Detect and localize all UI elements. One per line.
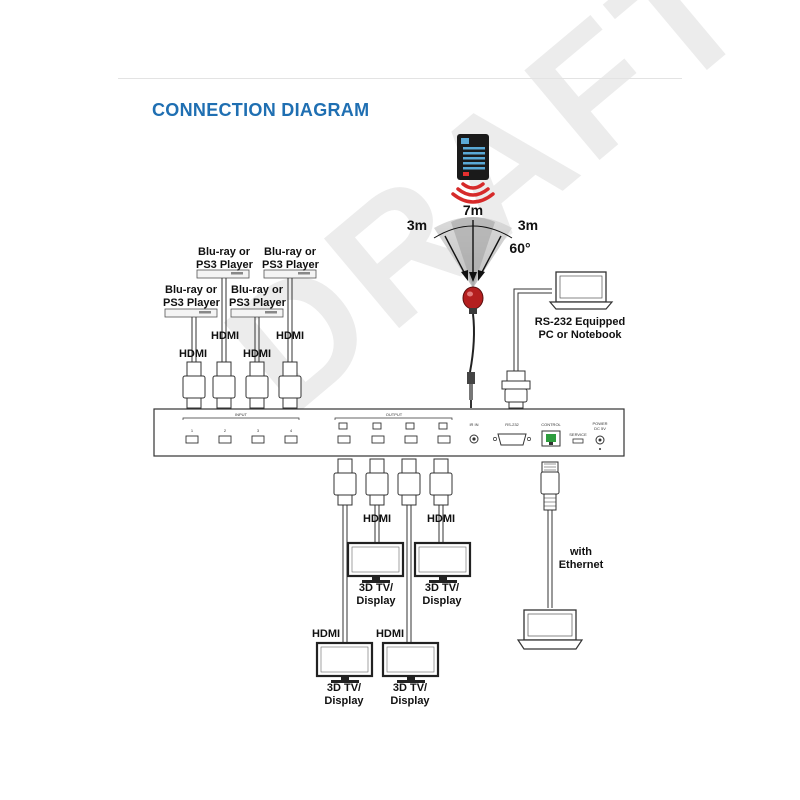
panel-input-1: 1 — [190, 428, 194, 433]
display-4-icon — [381, 641, 440, 683]
panel-output-label: OUTPUT — [385, 412, 403, 417]
source-player-2 — [230, 308, 284, 318]
ir-range-fan — [433, 217, 513, 288]
ethernet-laptop-icon — [516, 609, 584, 650]
output-hdmi-plugs — [333, 458, 453, 506]
ir-receiver — [462, 286, 484, 408]
source-player-3 — [196, 269, 250, 279]
ethernet-cable — [547, 510, 553, 608]
ir-range-right: 3m — [517, 217, 539, 233]
ir-range-center: 7m — [462, 202, 484, 218]
panel-input-4: 4 — [289, 428, 293, 433]
matrix-switcher-panel — [153, 408, 625, 457]
panel-rs232-label: RS-232 — [505, 422, 519, 427]
panel-service-label: SERVICE — [569, 432, 587, 437]
hdmi-label-input-3: HDMI — [242, 348, 272, 360]
display-label-3: 3D TV/ Display — [324, 682, 364, 707]
display-label-1: 3D TV/ Display — [356, 582, 396, 607]
ethernet-label: with Ethernet — [558, 546, 604, 571]
hdmi-label-input-1: HDMI — [178, 348, 208, 360]
panel-input-2: 2 — [223, 428, 227, 433]
rs232-cable — [513, 288, 552, 371]
page-title: CONNECTION DIAGRAM — [152, 100, 370, 120]
display-2-icon — [413, 541, 472, 583]
divider — [118, 78, 682, 79]
ethernet-connector — [540, 461, 560, 511]
panel-control-label: CONTROL — [541, 422, 561, 427]
hdmi-label-input-2: HDMI — [210, 330, 240, 342]
remote-control-icon — [457, 134, 489, 180]
panel-power-label: POWER DC 5V — [592, 421, 608, 431]
hdmi-label-output-2: HDMI — [362, 513, 392, 525]
panel-input-3: 3 — [256, 428, 260, 433]
hdmi-label-output-4: HDMI — [426, 513, 456, 525]
player-label-2: Blu-ray or PS3 Player — [229, 284, 286, 309]
display-label-2: 3D TV/ Display — [422, 582, 462, 607]
source-hdmi-cables — [191, 278, 293, 362]
pc-laptop-icon — [548, 271, 614, 310]
hdmi-label-input-4: HDMI — [275, 330, 305, 342]
rs232-connector — [501, 370, 531, 409]
panel-input-label: INPUT — [235, 412, 247, 417]
display-1-icon — [346, 541, 405, 583]
pc-label: RS-232 Equipped PC or Notebook — [534, 316, 626, 341]
ir-angle: 60° — [509, 240, 531, 256]
ir-range-left: 3m — [406, 217, 428, 233]
source-player-1 — [164, 308, 218, 318]
player-label-4: Blu-ray or PS3 Player — [262, 246, 319, 271]
display-label-4: 3D TV/ Display — [390, 682, 430, 707]
hdmi-label-output-3: HDMI — [375, 628, 405, 640]
display-3-icon — [315, 641, 374, 683]
source-hdmi-plugs — [182, 361, 302, 409]
player-label-3: Blu-ray or PS3 Player — [196, 246, 253, 271]
player-label-1: Blu-ray or PS3 Player — [163, 284, 220, 309]
source-player-4 — [263, 269, 317, 279]
panel-ir-in-label: IR IN — [469, 422, 479, 427]
hdmi-label-output-1: HDMI — [311, 628, 341, 640]
ir-signal-waves — [451, 182, 495, 204]
